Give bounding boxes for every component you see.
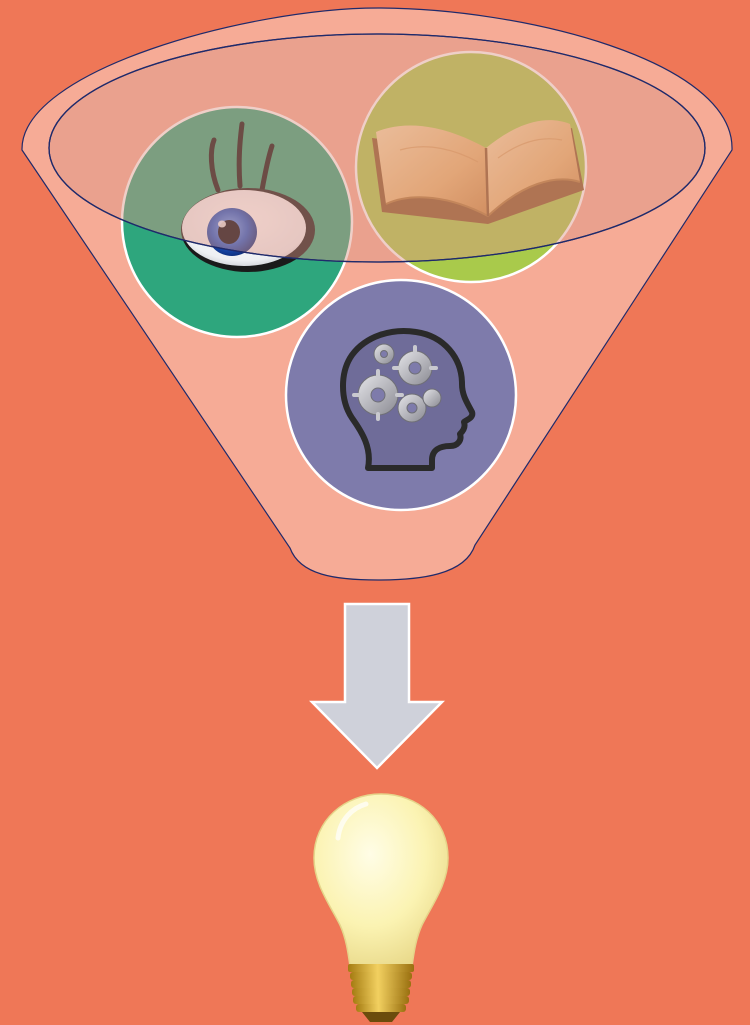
input-head-circle [286,280,516,510]
funnel-mouth [49,34,705,262]
